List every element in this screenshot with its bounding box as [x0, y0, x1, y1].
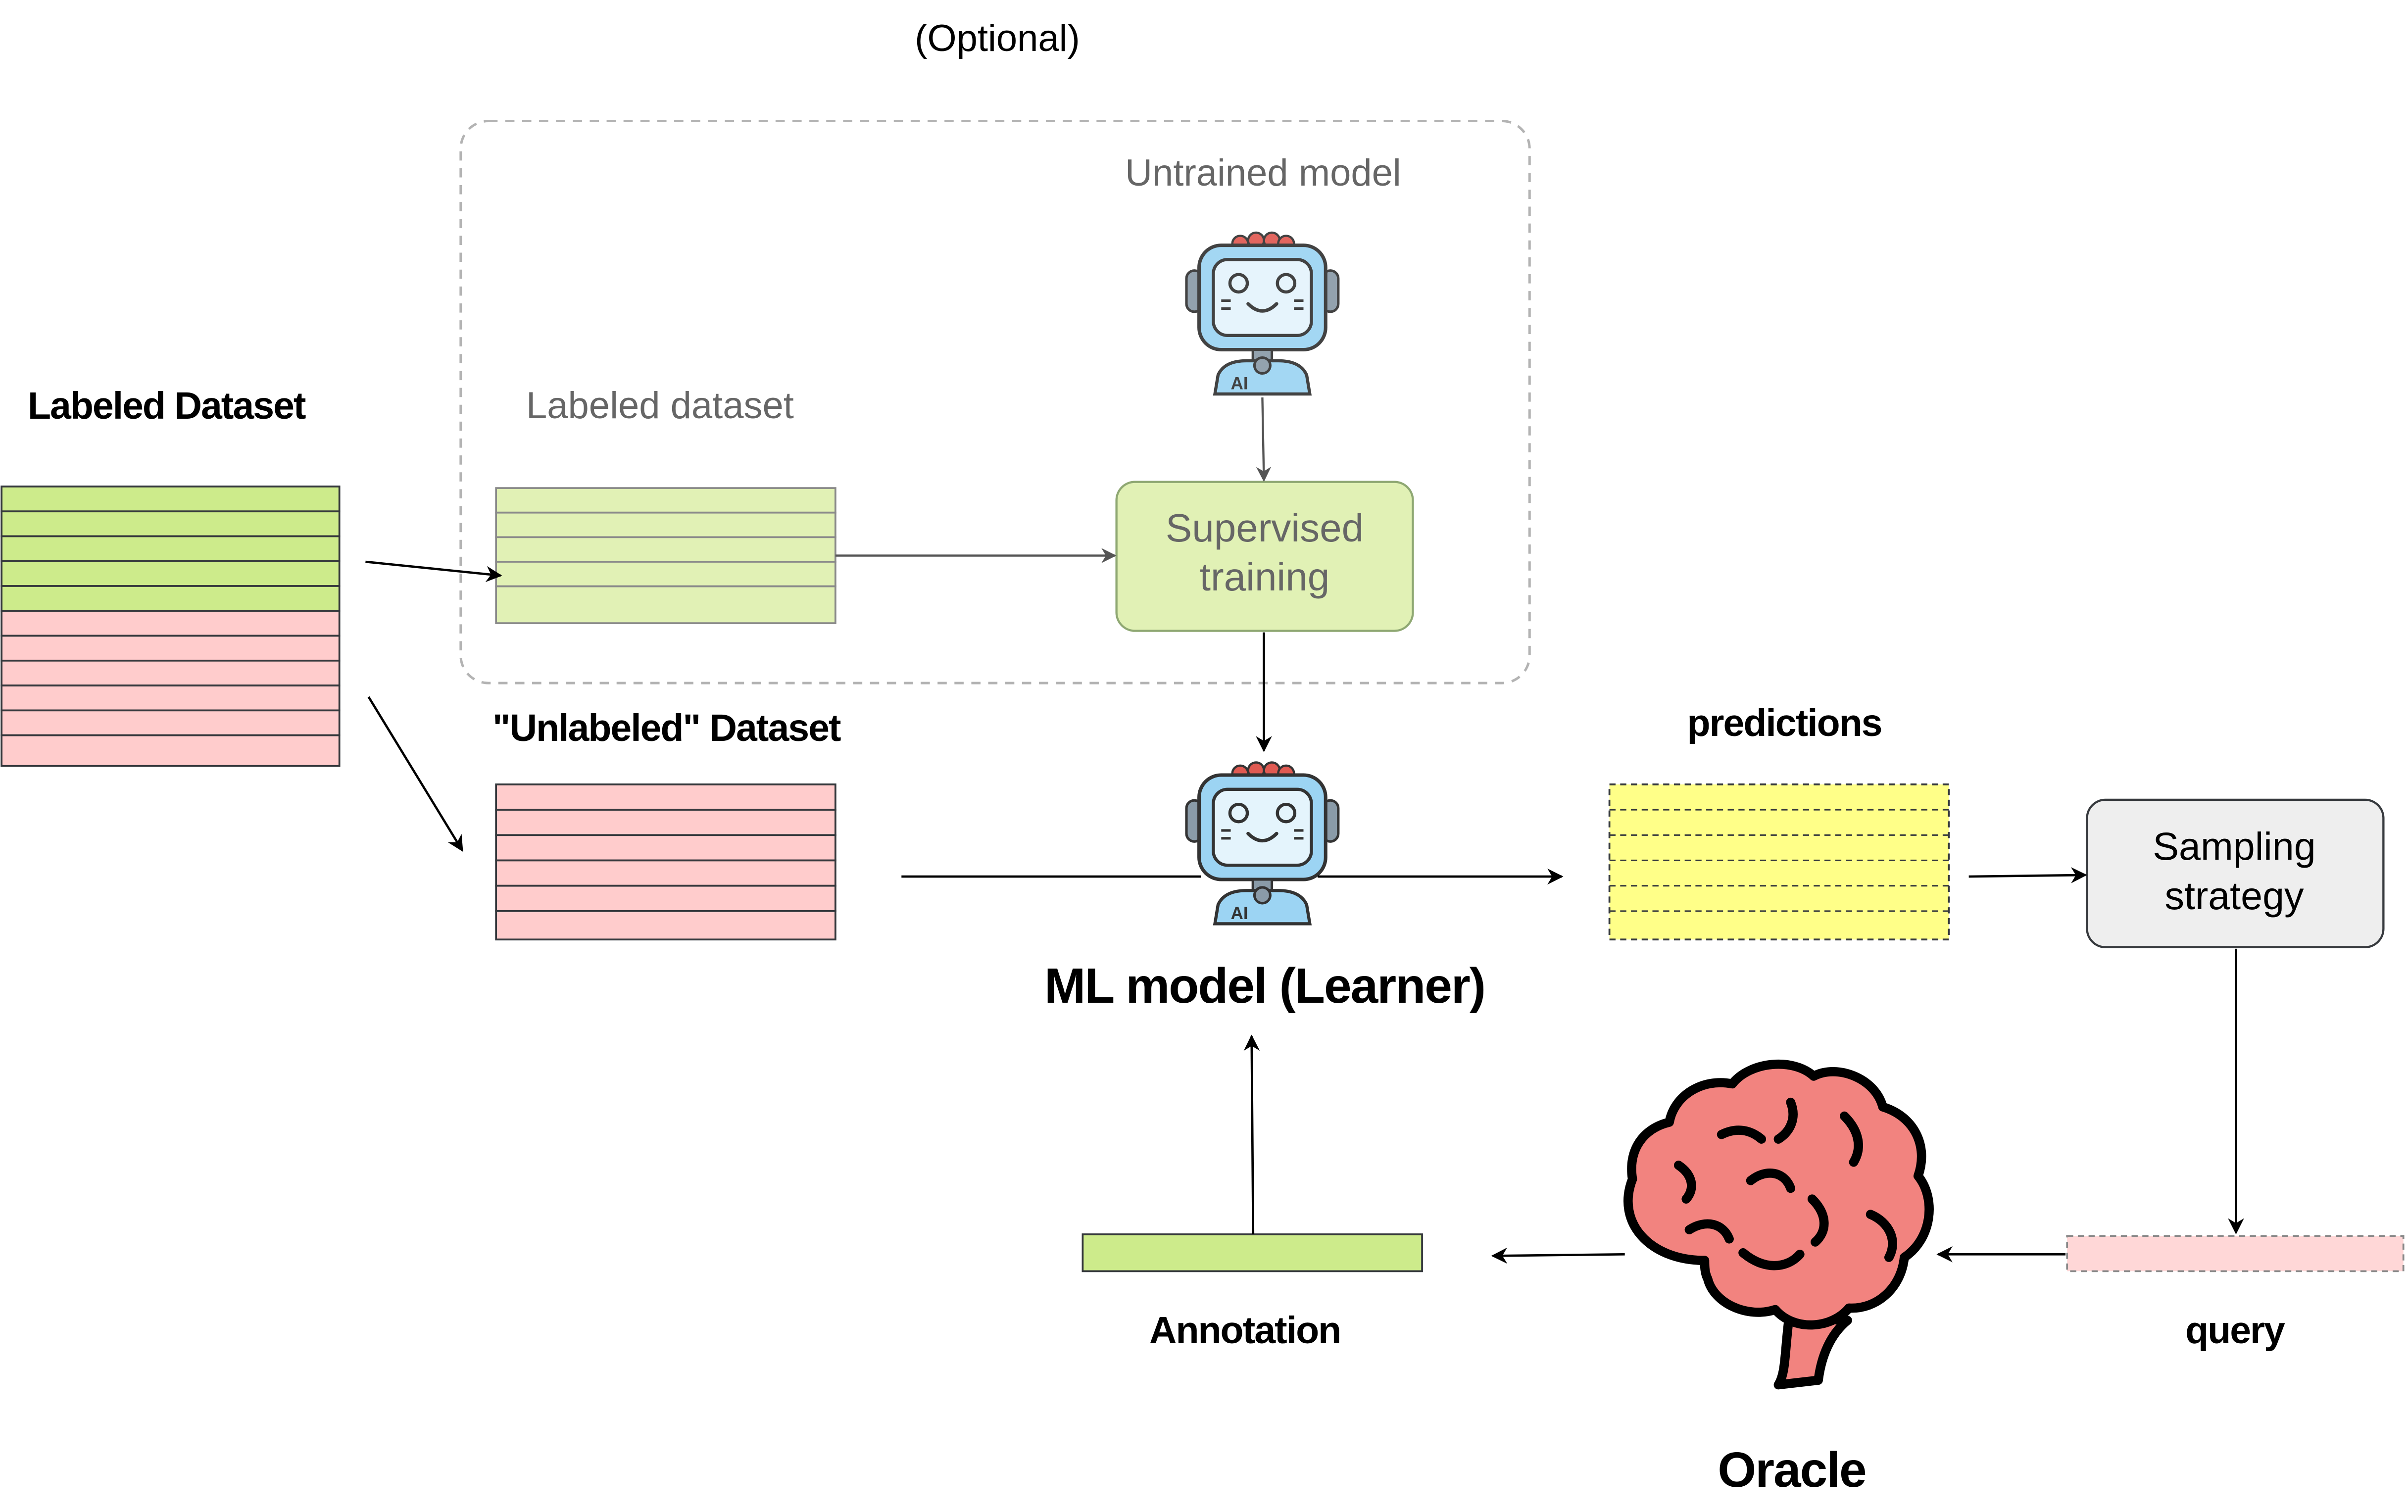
- unlabeled-row: [0, 659, 341, 686]
- unlabeled-row: [495, 884, 836, 912]
- unlabeled-row: [0, 610, 341, 637]
- query-label: query: [2185, 1309, 2285, 1352]
- unlabeled-dataset-title: "Unlabeled" Dataset: [492, 707, 841, 749]
- arrow-model-to-training: [1256, 397, 1272, 482]
- predictions-box: [1608, 783, 1950, 941]
- robot-badge: AI: [1230, 904, 1248, 923]
- robot-icon: AI: [1186, 762, 1338, 924]
- labeled-row: [495, 536, 836, 563]
- arrow-predictions-to-sampling: [1968, 867, 2087, 883]
- unlabeled-row: [0, 709, 341, 736]
- supervised-training-line2: training: [1199, 555, 1330, 599]
- arrow-to-unlabeled-dataset: [367, 696, 463, 852]
- oracle-label: Oracle: [1718, 1442, 1867, 1498]
- unlabeled-row: [495, 783, 836, 811]
- query-bar: [2066, 1235, 2405, 1272]
- labeled-row: [495, 487, 836, 514]
- robot-icon: AI: [1186, 233, 1338, 394]
- optional-labeled-dataset-table: [495, 487, 836, 624]
- arrow-annotation-to-learner: [1243, 1034, 1260, 1235]
- labeled-row: [0, 486, 341, 513]
- sampling-strategy-line1: Sampling: [2153, 824, 2316, 868]
- optional-container: [459, 120, 1531, 684]
- labeled-row: [495, 511, 836, 538]
- sampling-strategy-line2: strategy: [2164, 874, 2304, 918]
- labeled-row: [495, 561, 836, 587]
- labeled-dataset-table: [0, 486, 341, 767]
- labeled-row: [0, 560, 341, 587]
- annotation-bar: [1081, 1233, 1423, 1272]
- unlabeled-row: [0, 634, 341, 662]
- labeled-row: [495, 585, 836, 624]
- labeled-dataset-title: Labeled Dataset: [28, 385, 306, 427]
- unlabeled-row: [495, 809, 836, 836]
- unlabeled-row: [0, 684, 341, 712]
- labeled-row: [0, 535, 341, 562]
- labeled-row: [0, 585, 341, 612]
- labeled-row: [0, 510, 341, 537]
- unlabeled-dataset-table: [495, 783, 836, 941]
- brain-icon: [1623, 1060, 1934, 1390]
- arrow-oracle-to-annotation: [1491, 1247, 1625, 1264]
- arrow-to-optional-dataset: [365, 560, 502, 583]
- predictions-label: predictions: [1687, 702, 1882, 744]
- optional-label: (Optional): [915, 17, 1080, 59]
- unlabeled-row: [495, 910, 836, 941]
- predictions-table: [1608, 783, 1950, 941]
- robot-badge: AI: [1230, 374, 1248, 393]
- supervised-training-box: [1115, 481, 1414, 632]
- unlabeled-row: [0, 734, 341, 767]
- untrained-model-label: Untrained model: [1125, 152, 1401, 194]
- supervised-training-line1: Supervised: [1165, 506, 1364, 550]
- unlabeled-row: [495, 834, 836, 862]
- ml-model-label: ML model (Learner): [1044, 958, 1486, 1014]
- optional-labeled-dataset-label: Labeled dataset: [526, 385, 794, 427]
- annotation-label: Annotation: [1149, 1309, 1341, 1352]
- unlabeled-row: [495, 859, 836, 887]
